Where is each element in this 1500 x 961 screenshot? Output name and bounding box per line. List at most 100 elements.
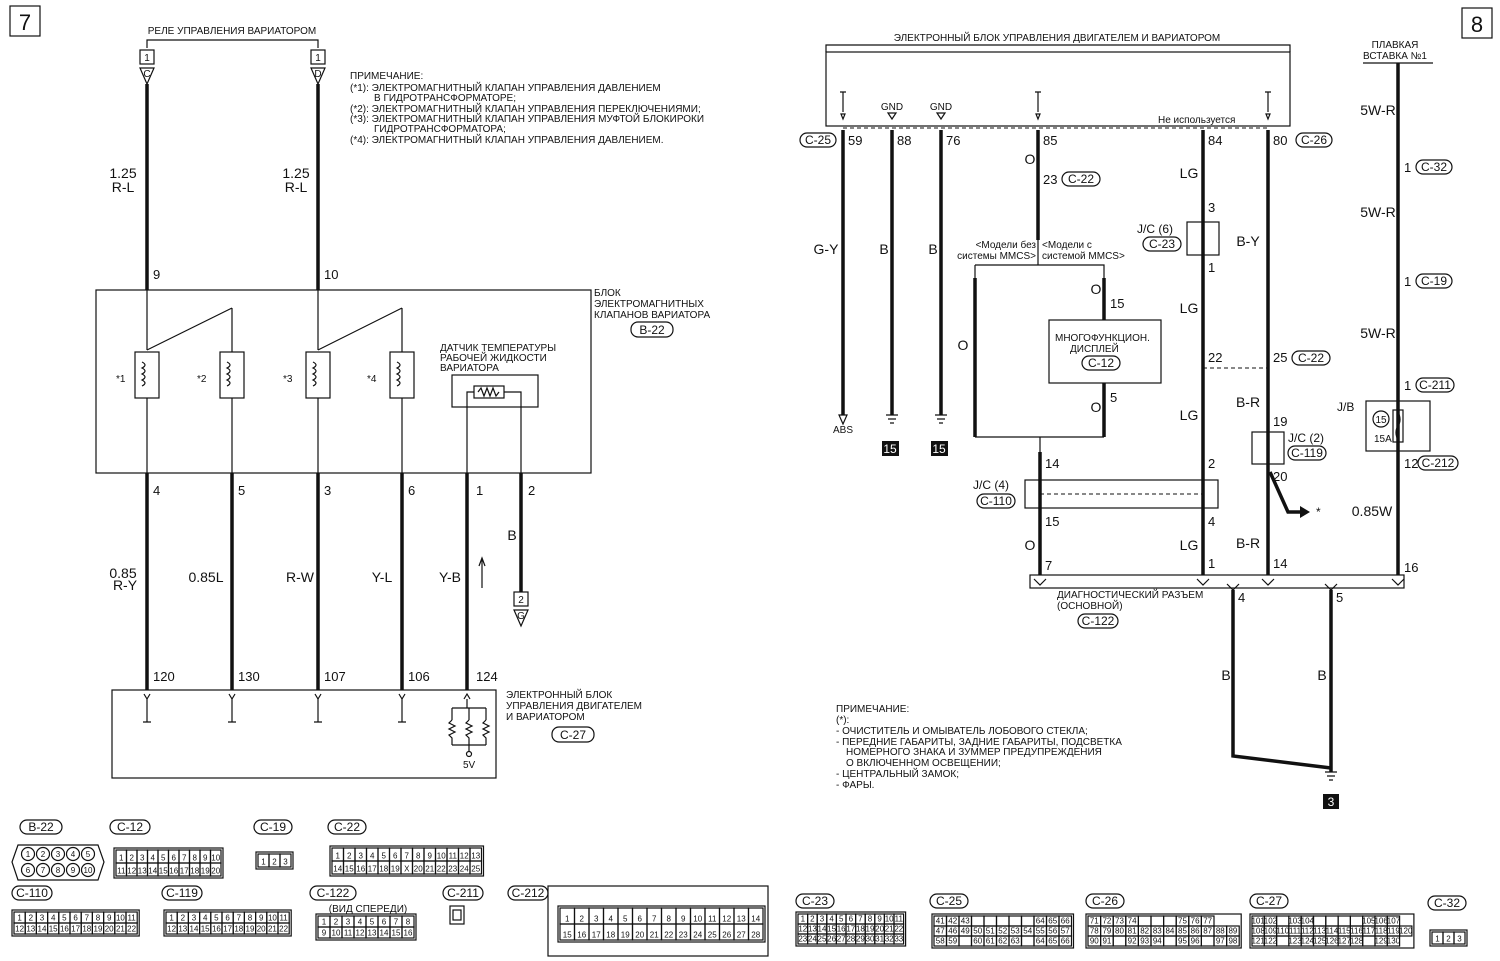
svg-text:(*):: (*): <box>836 715 849 726</box>
svg-text:C-22: C-22 <box>1068 172 1094 186</box>
connector-pin-label: 16 <box>837 925 846 934</box>
connector-pin-label: 8 <box>248 914 253 923</box>
connector-pin-label: 8 <box>56 866 61 875</box>
wire-b-r-branch <box>1268 471 1300 514</box>
svg-text:23: 23 <box>1043 172 1057 187</box>
connector-pin-label: 21 <box>885 925 894 934</box>
svg-text:1: 1 <box>315 53 321 64</box>
connector-pin-label: 8 <box>416 852 421 861</box>
solenoid-2: *2 <box>197 308 245 473</box>
connector-pin-label: 1 <box>119 854 124 863</box>
svg-text:(*4): ЭЛЕКТРОМАГНИТНЫЙ КЛАПАН: (*4): ЭЛЕКТРОМАГНИТНЫЙ КЛАПАН УПРАВЛЕНИЯ… <box>350 133 664 146</box>
svg-text:J/B: J/B <box>1337 400 1354 414</box>
connector-pin-label: 6 <box>172 854 177 863</box>
connector-pin-label: 2 <box>347 852 352 861</box>
connector-pin-label: 4 <box>829 915 834 924</box>
svg-text:2: 2 <box>518 595 524 606</box>
connector-pin-label: 125 <box>1313 937 1327 946</box>
connector-name-c25: C-25 <box>936 894 962 908</box>
connector-pin <box>893 933 905 945</box>
connector-tag-c22-top: C-22 <box>1061 171 1101 187</box>
connector-pin <box>65 846 81 862</box>
svg-text:5W-R: 5W-R <box>1360 102 1396 118</box>
svg-text:*2: *2 <box>197 374 207 385</box>
connector-pin-label: 10 <box>116 914 125 923</box>
connector-pin-label: 10 <box>437 852 446 861</box>
connector-pin-label: 24 <box>808 935 817 944</box>
connector-pin-label: 106 <box>1374 917 1388 926</box>
svg-text:GND: GND <box>930 102 952 113</box>
connector-pin-label: 17 <box>180 867 189 876</box>
svg-text:0.85L: 0.85L <box>188 569 223 585</box>
connector-pin <box>1453 931 1466 945</box>
connector-pin-label: 29 <box>856 935 865 944</box>
connector-pin <box>1200 935 1215 947</box>
svg-text:B: B <box>879 241 888 257</box>
connector-name-c119: C-119 <box>166 886 198 900</box>
connector-pin-label: 52 <box>998 927 1007 936</box>
connector-pin-label: 8 <box>667 915 672 924</box>
connector-pin-label: 20 <box>257 925 266 934</box>
connector-pin-label: 92 <box>1128 937 1137 946</box>
svg-text:B-22: B-22 <box>639 323 665 337</box>
svg-text:- ОЧИСТИТЕЛЬ И ОМЫВАТЕЛЬ ЛОБОВ: - ОЧИСТИТЕЛЬ И ОМЫВАТЕЛЬ ЛОБОВОГО СТЕКЛА… <box>836 726 1088 737</box>
connector-pin-label: 10 <box>332 929 341 938</box>
connector-pin-label: 1 <box>169 914 174 923</box>
connector-pin-label: 80 <box>1115 927 1124 936</box>
connector-name-c19: C-19 <box>260 820 286 834</box>
connector-pin-label: 8 <box>406 918 411 927</box>
connector-tag-c12: C-12 <box>1081 355 1121 371</box>
svg-text:LG: LG <box>1180 165 1199 181</box>
connector-pin-label: 15 <box>563 931 572 940</box>
ecu-box-right <box>825 51 1291 127</box>
connector-name-c212: C-212 <box>512 886 545 900</box>
connector-pin-label: 72 <box>1102 917 1111 926</box>
connector-pin-label: 10 <box>84 866 93 875</box>
svg-text:G-Y: G-Y <box>814 241 840 257</box>
connector-pin-label: 12 <box>798 925 807 934</box>
connector-pin <box>80 846 96 862</box>
svg-text:15: 15 <box>1110 296 1124 311</box>
connector-pin-label: 19 <box>391 865 400 874</box>
svg-text:- ЦЕНТРАЛЬНЫЙ ЗАМОК;: - ЦЕНТРАЛЬНЫЙ ЗАМОК; <box>836 767 959 780</box>
svg-text:ДИАГНОСТИЧЕСКИЙ РАЗЪЕМ: ДИАГНОСТИЧЕСКИЙ РАЗЪЕМ <box>1057 588 1203 601</box>
connector-pin-label: 30 <box>866 935 875 944</box>
connector-pin-label: 5 <box>382 852 387 861</box>
connector-pin-label: 127 <box>1338 937 1352 946</box>
svg-text:D: D <box>314 69 321 80</box>
connector-pin <box>20 846 36 862</box>
connector-pin-label: 10 <box>268 914 277 923</box>
svg-text:124: 124 <box>476 669 498 684</box>
svg-text:4: 4 <box>1238 590 1245 605</box>
connector-name-c26: C-26 <box>1092 894 1118 908</box>
connector-pin-label: 11 <box>117 867 126 876</box>
connector-pin-label: 9 <box>203 854 208 863</box>
svg-text:O: O <box>958 337 969 353</box>
connector-pin-label: 113 <box>1313 927 1326 936</box>
svg-text:C-110: C-110 <box>980 494 1012 508</box>
svg-text:O: O <box>1025 537 1036 553</box>
connector-pin-label: 115 <box>1338 927 1351 936</box>
connector-pin-label: 6 <box>73 914 78 923</box>
connector-pin-label: 20 <box>211 867 220 876</box>
connector-pin-label: 21 <box>425 865 434 874</box>
connector-pin-label: 9 <box>681 915 686 924</box>
svg-text:*3: *3 <box>283 374 293 385</box>
connector-pin-label: 121 <box>1251 937 1265 946</box>
connector-pin-label: 21 <box>650 931 659 940</box>
svg-text:12: 12 <box>1404 456 1418 471</box>
svg-text:80: 80 <box>1273 133 1287 148</box>
connector-pin-label: 95 <box>1178 937 1187 946</box>
connector-pin-label: 20 <box>875 925 884 934</box>
svg-text:3: 3 <box>324 483 331 498</box>
connector-tag-c22-mid: C-22 <box>1291 350 1331 366</box>
connector-pin-label: 14 <box>333 865 342 874</box>
connector-pin-label: 4 <box>51 914 56 923</box>
connector-tag-c26: C-26 <box>1295 132 1333 148</box>
connector-tag-c19: C-19 <box>1415 273 1453 289</box>
connector-pin <box>1386 935 1401 947</box>
diagnostic-connector <box>1029 574 1405 589</box>
